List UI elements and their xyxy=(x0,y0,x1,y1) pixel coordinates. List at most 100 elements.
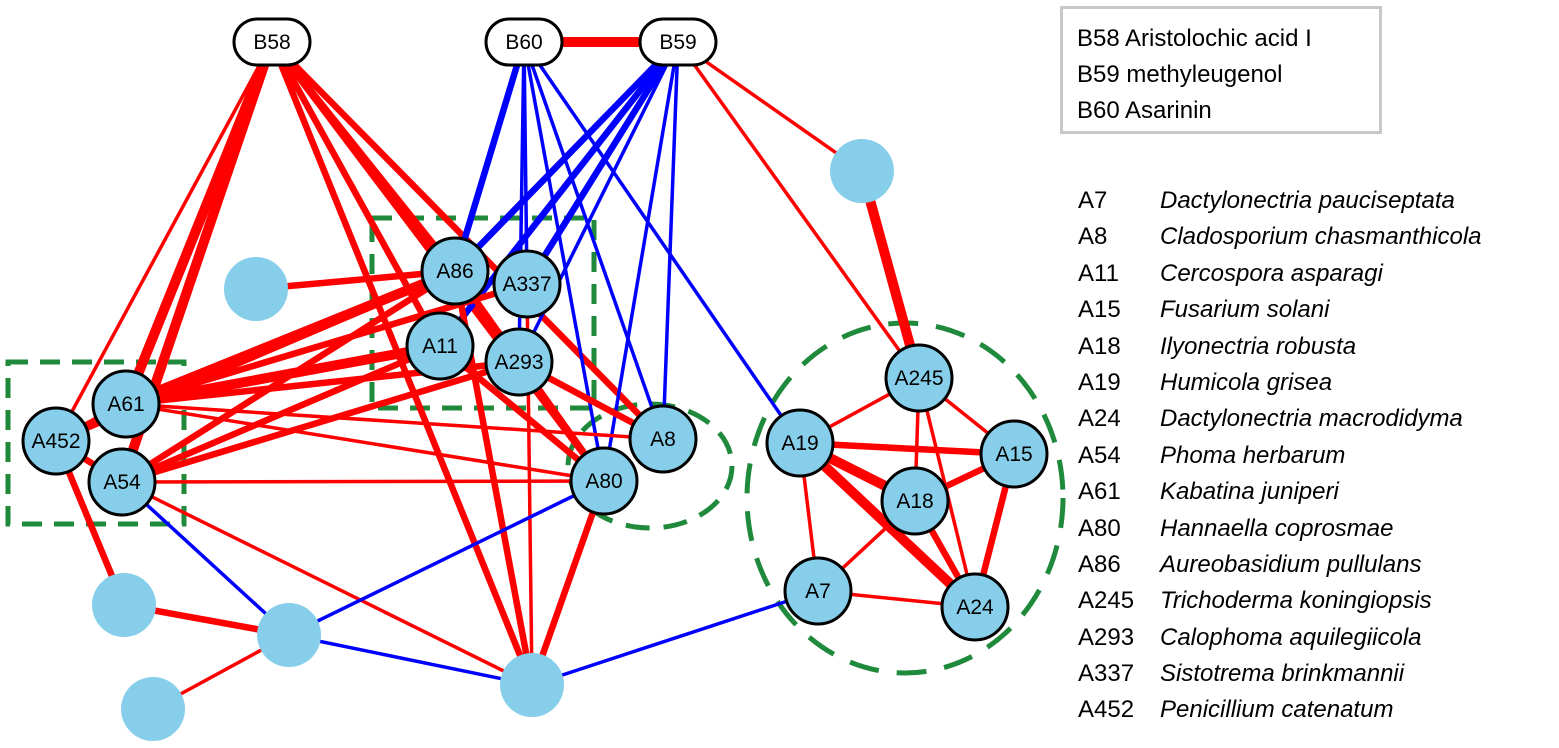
module-ellipse-small xyxy=(565,401,735,531)
node-label: A24 xyxy=(956,596,994,619)
compound-code: B59 xyxy=(1077,61,1120,88)
taxon-node-circle xyxy=(420,236,490,306)
taxon-node-circle xyxy=(405,311,475,381)
compound-name: Asarinin xyxy=(1125,97,1212,124)
taxa-code: A245 xyxy=(1078,587,1135,615)
node-B58: B58 xyxy=(232,17,312,67)
node-label: A61 xyxy=(107,393,144,416)
compound-node-shape xyxy=(484,17,564,67)
node-label: B58 xyxy=(253,31,290,54)
compound-name: methyleugenol xyxy=(1126,61,1283,88)
taxa-code: A337 xyxy=(1078,660,1135,688)
edge-A19-A15 xyxy=(799,439,1015,458)
node-A7: A7 xyxy=(783,556,853,626)
unlabeled-node-circle xyxy=(121,677,185,741)
taxa-legend-row: A293 Calophoma aquilegiicola xyxy=(1078,620,1553,656)
node-A15: A15 xyxy=(979,419,1049,489)
node-label: A54 xyxy=(103,471,141,494)
taxon-node-circle xyxy=(884,343,954,413)
compound-node-shape xyxy=(638,17,718,67)
node-A245: A245 xyxy=(884,343,954,413)
edge-B59-U1 xyxy=(676,40,864,173)
edge-U1-A245 xyxy=(857,169,924,380)
taxa-name: Calophoma aquilegiicola xyxy=(1160,623,1422,651)
node-label: A80 xyxy=(585,470,622,493)
taxa-legend-row: A11 Cercospora asparagi xyxy=(1078,256,1553,292)
taxa-name: Ilyonectria robusta xyxy=(1160,332,1357,360)
taxa-legend-row: A337 Sistotrema brinkmannii xyxy=(1078,656,1553,692)
node-label: A337 xyxy=(502,273,551,296)
node-A18: A18 xyxy=(880,466,950,536)
taxon-node-circle xyxy=(783,556,853,626)
edge-B59-A245 xyxy=(676,40,921,380)
edge-U3-U4 xyxy=(288,633,533,687)
edge-U4-A7 xyxy=(531,589,819,687)
node-A11: A11 xyxy=(405,311,475,381)
node-label: A293 xyxy=(494,351,543,374)
edge-B59-A86 xyxy=(452,39,681,274)
taxon-node-circle xyxy=(979,419,1049,489)
taxa-name: Phoma herbarum xyxy=(1160,441,1346,469)
taxon-node-circle xyxy=(628,404,698,474)
node-label: A19 xyxy=(781,432,818,455)
node-A452: A452 xyxy=(21,406,91,476)
edge-B59-A80 xyxy=(602,41,680,482)
edge-A61-A80 xyxy=(125,402,605,483)
node-label: A452 xyxy=(31,430,80,453)
taxon-node-circle xyxy=(91,369,161,439)
edge-A11-A80 xyxy=(437,343,607,484)
taxa-name: Cercospora asparagi xyxy=(1160,259,1383,287)
taxon-node-circle xyxy=(492,249,562,319)
node-A80: A80 xyxy=(569,446,639,516)
compound-node-shape xyxy=(232,17,312,67)
node-A61: A61 xyxy=(91,369,161,439)
edge-A54-A80 xyxy=(121,479,605,484)
taxa-name: Dactylonectria pauciseptata xyxy=(1160,187,1455,214)
compound-code: B58 xyxy=(1077,25,1120,52)
taxa-code: A293 xyxy=(1078,623,1135,651)
node-A24: A24 xyxy=(940,572,1010,642)
unlabeled-node-circle xyxy=(500,653,564,717)
node-label: A15 xyxy=(995,443,1032,466)
taxa-code: A80 xyxy=(1078,514,1121,542)
taxa-legend-row: A452 Penicillium catenatum xyxy=(1078,692,1553,728)
unlabeled-node-circle xyxy=(224,257,288,321)
taxa-code: A19 xyxy=(1078,368,1121,396)
taxa-name: Penicillium catenatum xyxy=(1160,696,1394,724)
taxa-code: A8 xyxy=(1078,223,1108,251)
edge-B58-A452 xyxy=(54,41,274,442)
taxa-code: A11 xyxy=(1078,259,1119,287)
edge-A54-U4 xyxy=(121,480,533,687)
edge-B59-A337 xyxy=(524,40,681,286)
taxon-node-circle xyxy=(940,572,1010,642)
compound-name: Aristolochic acid I xyxy=(1125,25,1312,52)
node-B60: B60 xyxy=(484,17,564,67)
node-label: A11 xyxy=(422,335,458,358)
node-A293: A293 xyxy=(484,327,554,397)
taxa-code: A452 xyxy=(1078,696,1135,724)
compound-legend-row: B58 Aristolochic acid I xyxy=(1077,21,1365,57)
node-U5 xyxy=(121,677,185,741)
edge-B60-A19 xyxy=(522,41,802,444)
taxa-code: A61 xyxy=(1078,478,1121,506)
taxa-code: A24 xyxy=(1078,405,1121,433)
taxon-node-circle xyxy=(765,408,835,478)
edge-B60-A86 xyxy=(451,41,528,272)
taxa-name: Sistotrema brinkmannii xyxy=(1160,660,1405,688)
edge-B60-A80 xyxy=(522,41,606,482)
taxa-name: Dactylonectria macrodidyma xyxy=(1160,405,1463,433)
compound-legend-row: B60 Asarinin xyxy=(1077,93,1365,129)
compound-legend: B58 Aristolochic acid I B59 methyleugeno… xyxy=(1060,6,1382,134)
taxa-name: Aureobasidium pullulans xyxy=(1160,550,1422,578)
edge-A54-A86 xyxy=(120,268,457,485)
